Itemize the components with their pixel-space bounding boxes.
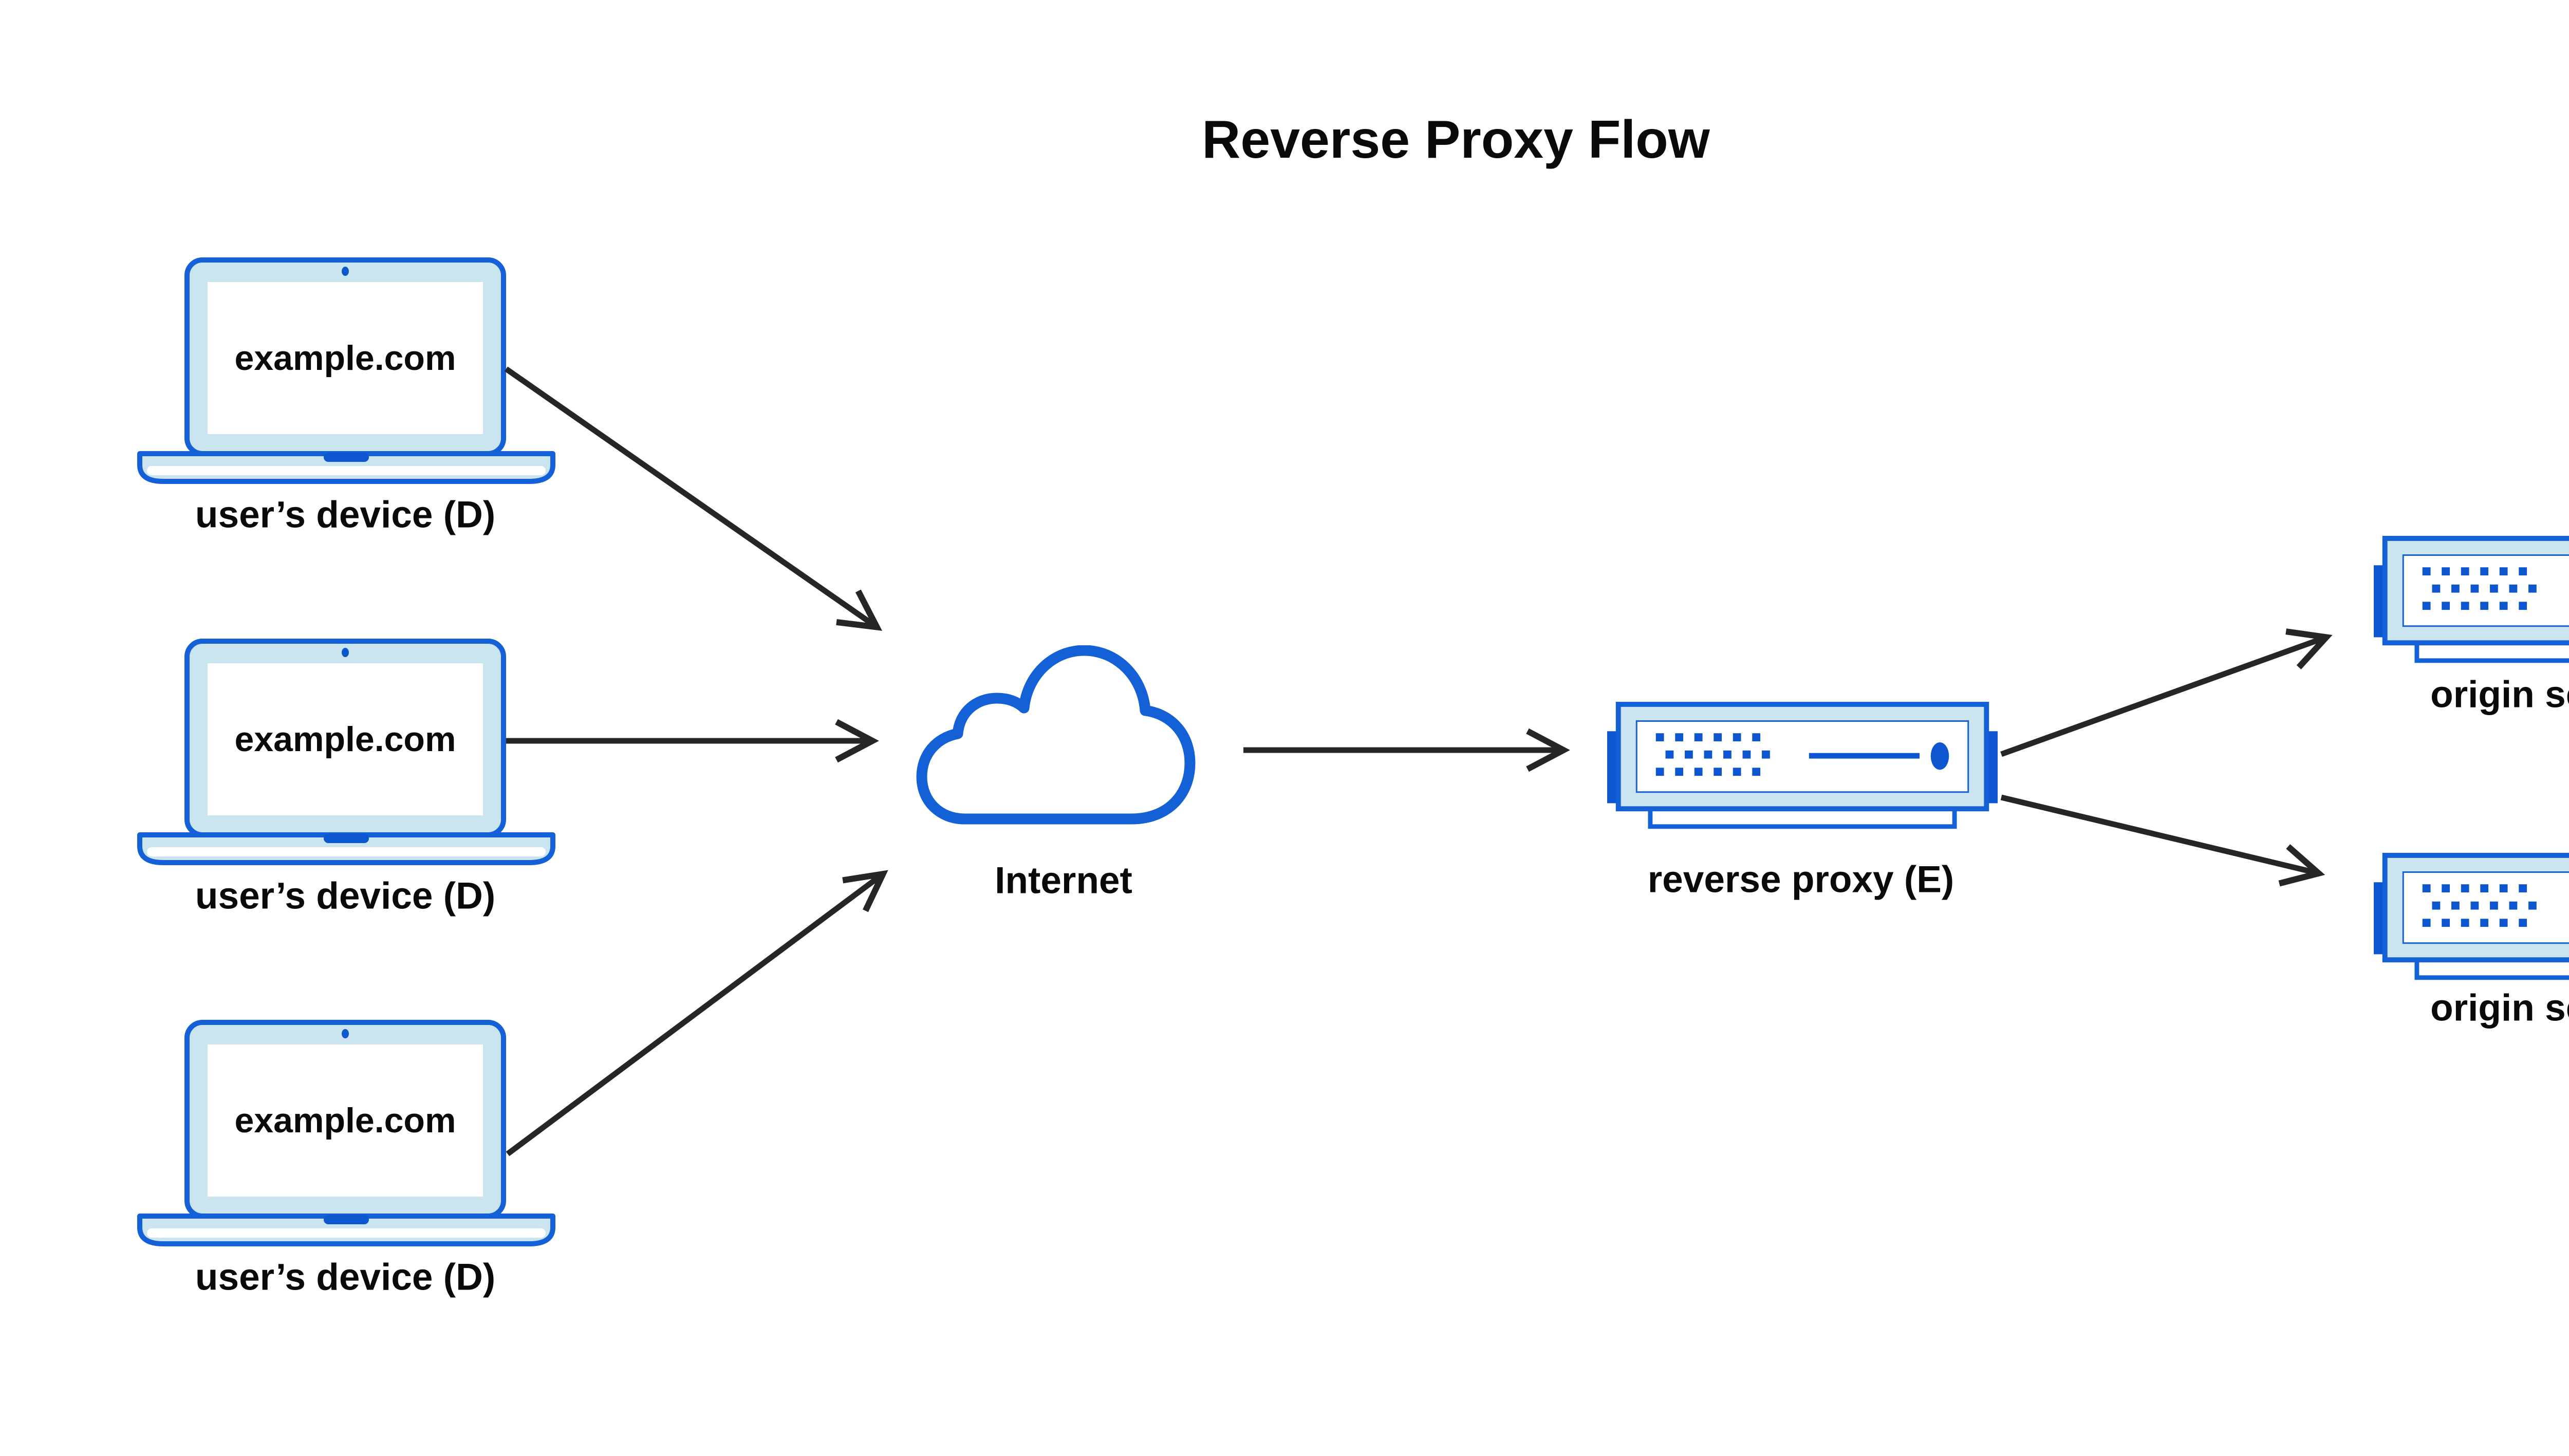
arrow-proxy-to-origin1 — [2000, 628, 2333, 757]
device-2-screen-url: example.com — [234, 720, 456, 759]
origin-server-2-label: origin server (F) — [2430, 987, 2569, 1029]
user-device-1: example.com — [136, 257, 557, 494]
device-1-screen-url: example.com — [234, 339, 456, 378]
arrow-device1-to-internet — [504, 366, 883, 631]
arrow-proxy-to-origin2 — [2000, 794, 2325, 887]
server-icon — [2374, 536, 2569, 665]
user-device-3-label: user’s device (D) — [195, 1256, 496, 1298]
arrow-device3-to-internet — [506, 870, 888, 1156]
internet-cloud-icon — [916, 645, 1196, 825]
user-device-2: example.com — [136, 639, 557, 875]
diagram-title: Reverse Proxy Flow — [1202, 110, 1710, 170]
server-icon — [2374, 853, 2569, 982]
user-device-1-label: user’s device (D) — [195, 494, 496, 536]
device-3-screen-url: example.com — [234, 1101, 456, 1140]
user-device-2-label: user’s device (D) — [195, 875, 496, 917]
origin-server-1 — [2374, 536, 2569, 665]
server-icon — [1607, 702, 1998, 831]
reverse-proxy — [1607, 702, 1998, 831]
user-device-3: example.com — [136, 1020, 557, 1256]
origin-server-2 — [2374, 853, 2569, 982]
origin-server-1-label: origin server (F) — [2430, 674, 2569, 716]
internet-label: Internet — [995, 860, 1132, 902]
reverse-proxy-label: reverse proxy (E) — [1647, 858, 1954, 901]
